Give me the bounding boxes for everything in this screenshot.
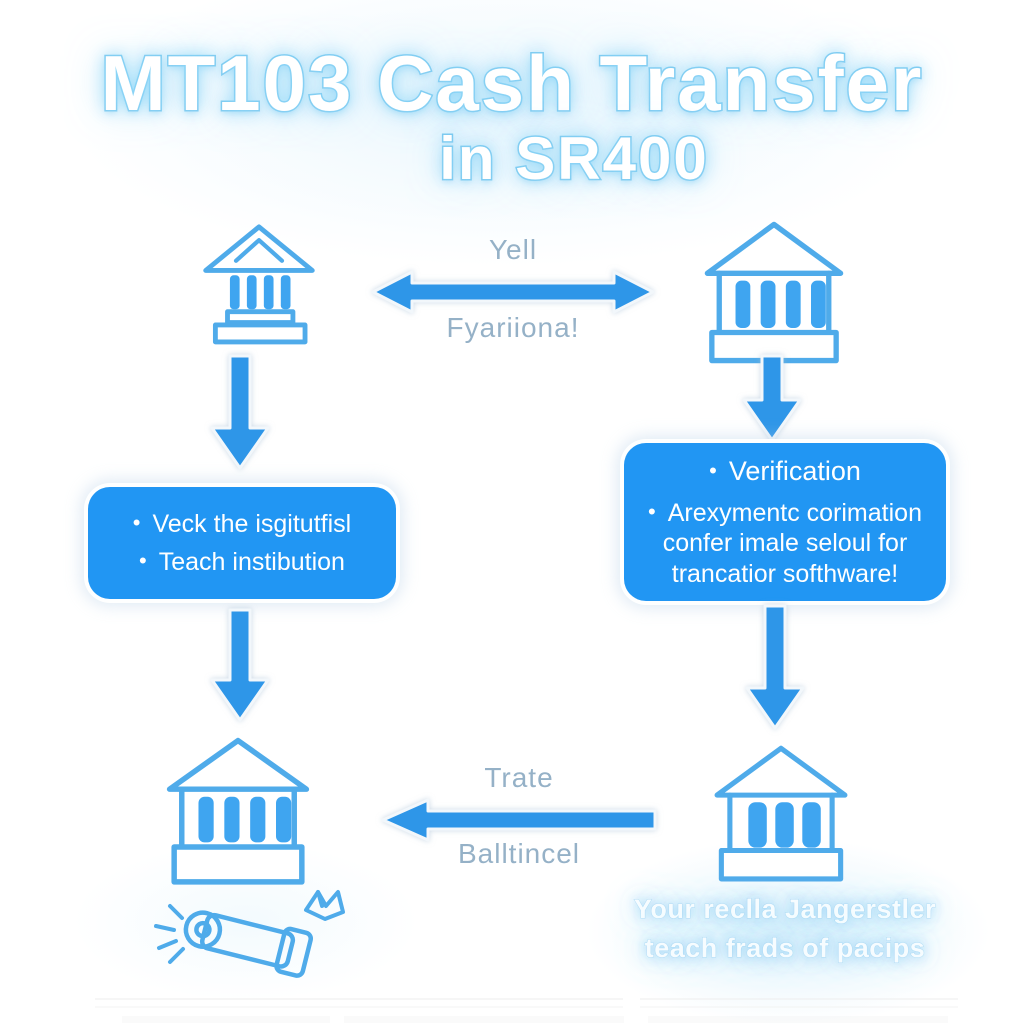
list-item: • Teach instibution xyxy=(102,547,382,578)
ghost-line xyxy=(640,998,958,1000)
down-arrow-icon xyxy=(210,608,270,722)
down-arrow-icon xyxy=(745,604,805,730)
step-list: •Veck the isgitutfisl •Teach instibution xyxy=(88,502,396,584)
flow-label-bottom: Fyariiona! xyxy=(446,312,580,343)
list-item: • Veck the isgitutfisl xyxy=(102,509,382,540)
list-item: • Verification xyxy=(638,455,932,488)
bank-icon xyxy=(203,224,315,345)
title-line-1: MT103 Cash Transfer xyxy=(99,39,924,127)
bank-icon xyxy=(166,737,310,885)
left-arrow-icon xyxy=(381,798,657,842)
list-item-label: Veck the isgitutfisl xyxy=(152,510,352,538)
cash-roll-icon xyxy=(154,890,345,978)
list-item-label: Arexymentc corimation confer imale selou… xyxy=(662,498,922,588)
ghost-line xyxy=(95,998,623,1000)
ghost-line xyxy=(640,1006,958,1008)
bullet-icon: • xyxy=(132,510,141,535)
ghost-line xyxy=(648,1016,948,1023)
bullet-icon: • xyxy=(139,547,147,573)
flow-label-top: Trate xyxy=(484,762,554,793)
bank-icon xyxy=(704,221,844,364)
down-arrow-icon xyxy=(210,354,270,470)
ghost-line xyxy=(95,1006,623,1008)
bullet-icon: • xyxy=(709,457,717,483)
ghost-line xyxy=(344,1016,624,1023)
footer-note: Your reclla Jangerstler teach frads of p… xyxy=(615,890,955,968)
bullet-icon: • xyxy=(648,498,656,524)
ghost-line xyxy=(122,1016,330,1023)
list-item: •Arexymentc corimation confer imale selo… xyxy=(638,498,932,590)
down-arrow-icon xyxy=(742,354,802,442)
page-title: MT103 Cash Transfer in SR400 xyxy=(0,39,1024,192)
footer-note-line-1: Your reclla Jangerstler xyxy=(633,893,937,924)
step-box-check-institution: •Veck the isgitutfisl •Teach instibution xyxy=(88,487,396,599)
list-item-label: Teach instibution xyxy=(158,547,345,576)
flow-label-top: Yell xyxy=(488,234,538,265)
bank-icon xyxy=(714,745,848,882)
list-item-label: Verification xyxy=(728,455,861,486)
step-box-verification: •Verification •Arexymentc corimation con… xyxy=(624,443,946,601)
title-line-2: in SR400 xyxy=(438,124,709,192)
step-list: •Verification •Arexymentc corimation con… xyxy=(624,448,946,596)
footer-note-line-2: teach frads of pacips xyxy=(644,933,926,964)
flow-label-bottom: Balltincel xyxy=(457,838,581,869)
double-arrow-icon xyxy=(371,270,655,314)
